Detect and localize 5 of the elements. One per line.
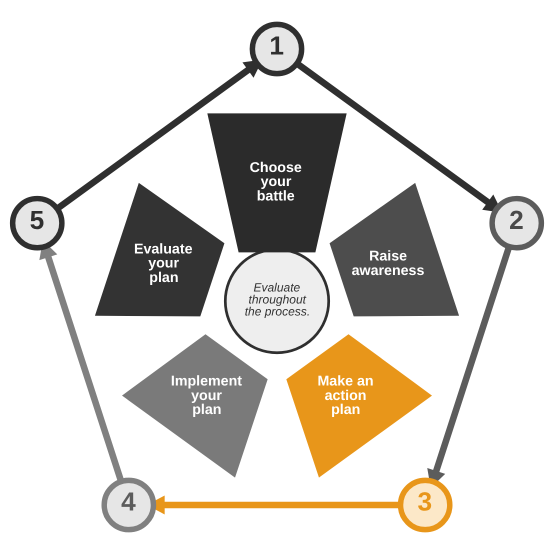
node-circle: 1: [250, 22, 304, 76]
node-circle: 5: [10, 196, 65, 251]
node-circle: 3: [398, 478, 453, 532]
node-circle: 2: [489, 196, 544, 251]
node-circle: 4: [101, 478, 156, 532]
